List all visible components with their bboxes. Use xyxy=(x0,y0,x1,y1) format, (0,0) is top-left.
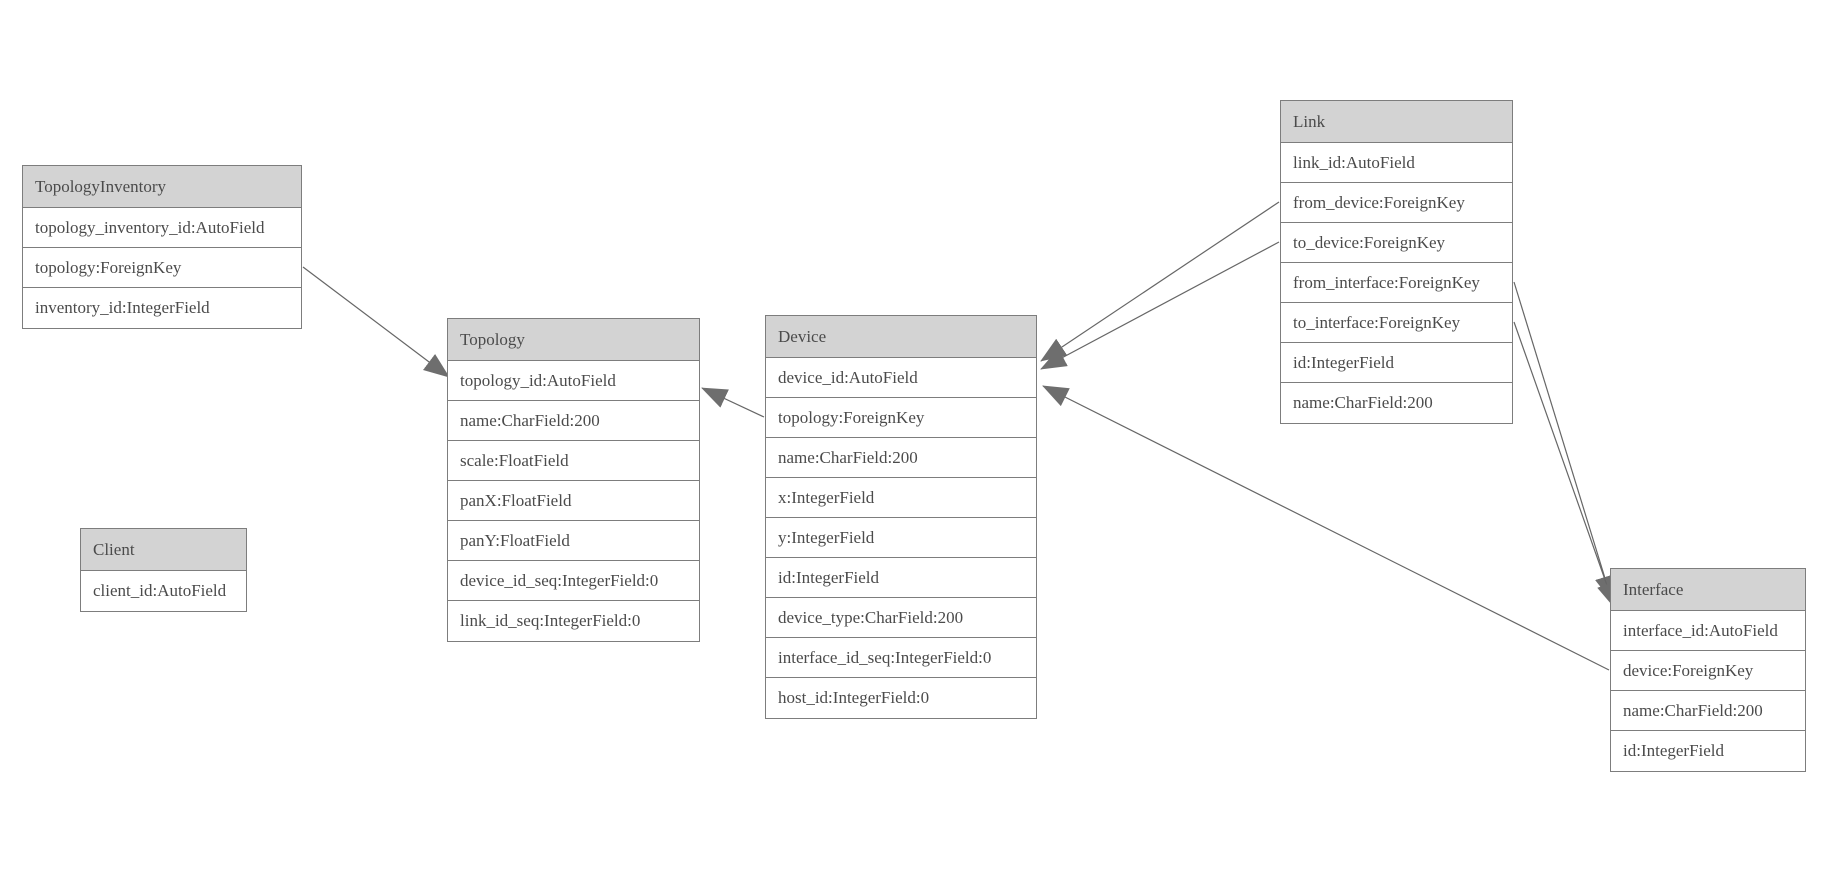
entity-title: Topology xyxy=(448,319,699,361)
entity-field: device_type:CharField:200 xyxy=(766,598,1036,638)
entity-field: from_interface:ForeignKey xyxy=(1281,263,1512,303)
entity-field: name:CharField:200 xyxy=(448,401,699,441)
relation-line-device-topology-to-topology xyxy=(701,387,765,418)
entity-field: client_id:AutoField xyxy=(81,571,246,611)
entity-field: id:IntegerField xyxy=(1611,731,1805,771)
entity-field: device:ForeignKey xyxy=(1611,651,1805,691)
relation-line-interface-device-to-device xyxy=(1042,385,1610,671)
entity-field: to_interface:ForeignKey xyxy=(1281,303,1512,343)
entity-field: host_id:IntegerField:0 xyxy=(766,678,1036,718)
entity-field: device_id_seq:IntegerField:0 xyxy=(448,561,699,601)
entity-field: scale:FloatField xyxy=(448,441,699,481)
entity-field: device_id:AutoField xyxy=(766,358,1036,398)
entity-title: Link xyxy=(1281,101,1512,143)
entity-field: topology:ForeignKey xyxy=(766,398,1036,438)
entity-title: Client xyxy=(81,529,246,571)
relation-line-topologyinventory-topology-to-topology xyxy=(302,266,450,378)
entity-title: Device xyxy=(766,316,1036,358)
relation-line-link-to_device-to-device xyxy=(1040,241,1280,370)
entity-field: interface_id:AutoField xyxy=(1611,611,1805,651)
entity-field: link_id:AutoField xyxy=(1281,143,1512,183)
entity-title: Interface xyxy=(1611,569,1805,611)
entity-field: topology_inventory_id:AutoField xyxy=(23,208,301,248)
entity-field: name:CharField:200 xyxy=(766,438,1036,478)
entity-field: name:CharField:200 xyxy=(1281,383,1512,423)
entity-field: panX:FloatField xyxy=(448,481,699,521)
entity-field: topology_id:AutoField xyxy=(448,361,699,401)
entity-field: name:CharField:200 xyxy=(1611,691,1805,731)
entity-field: inventory_id:IntegerField xyxy=(23,288,301,328)
entity-field: link_id_seq:IntegerField:0 xyxy=(448,601,699,641)
entity-field: to_device:ForeignKey xyxy=(1281,223,1512,263)
entity-field: panY:FloatField xyxy=(448,521,699,561)
entity-field: from_device:ForeignKey xyxy=(1281,183,1512,223)
entity-field: interface_id_seq:IntegerField:0 xyxy=(766,638,1036,678)
entity-field: topology:ForeignKey xyxy=(23,248,301,288)
entity-field: id:IntegerField xyxy=(1281,343,1512,383)
entity-field: id:IntegerField xyxy=(766,558,1036,598)
entity-title: TopologyInventory xyxy=(23,166,301,208)
entity-field: y:IntegerField xyxy=(766,518,1036,558)
relation-line-link-from_interface-to-interface xyxy=(1513,281,1615,602)
relation-line-link-from_device-to-device xyxy=(1040,201,1280,362)
entity-field: x:IntegerField xyxy=(766,478,1036,518)
relation-line-link-to_interface-to-interface xyxy=(1513,321,1617,609)
